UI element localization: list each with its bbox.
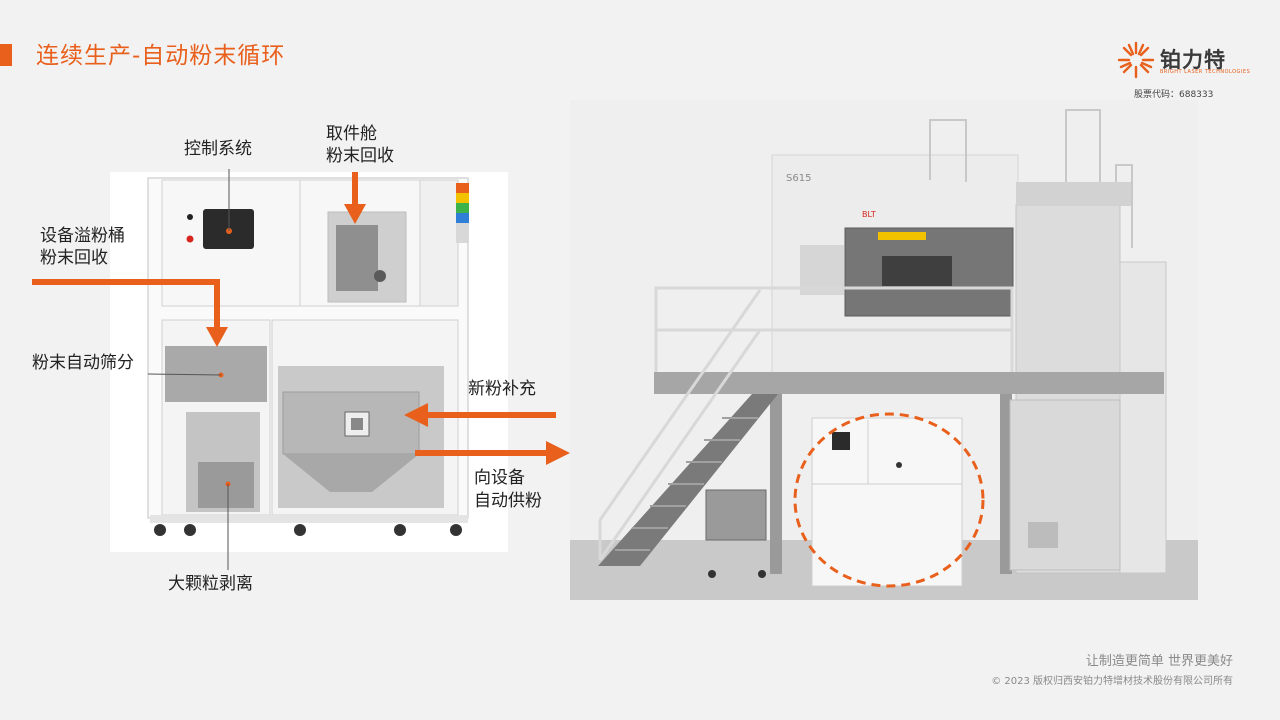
label-feed-line1: 向设备 (474, 468, 525, 488)
logo-english-name: BRIGHT LASER TECHNOLOGIES (1160, 69, 1251, 75)
printer-machine-image (570, 100, 1198, 600)
label-feed-line2: 自动供粉 (474, 491, 542, 511)
logo-name: 铂力特 (1160, 48, 1226, 72)
label-overflow-line1: 设备溢粉桶 (40, 226, 125, 246)
page-title: 连续生产-自动粉末循环 (36, 43, 286, 69)
label-control-system: 控制系统 (184, 139, 252, 159)
footer-slogan: 让制造更简单 世界更美好 (1085, 654, 1233, 669)
flow-arrows (32, 172, 570, 465)
title-accent-bar (0, 44, 12, 66)
machine-brand-label: BLT (862, 210, 876, 219)
label-sieving: 粉末自动筛分 (32, 353, 134, 373)
stock-code: 股票代码：688333 (1134, 90, 1214, 100)
label-cabin-line2: 粉末回收 (326, 146, 394, 166)
footer-copyright: © 2023 版权归西安铂力特增材技术股份有限公司所有 (991, 676, 1233, 687)
label-overflow-line2: 粉末回收 (40, 248, 108, 268)
powder-unit-image (110, 169, 508, 570)
machine-model-label: S615 (786, 173, 812, 184)
label-new-powder: 新粉补充 (468, 379, 536, 399)
label-particle: 大颗粒剥离 (168, 574, 253, 594)
label-cabin-line1: 取件舱 (326, 124, 377, 144)
